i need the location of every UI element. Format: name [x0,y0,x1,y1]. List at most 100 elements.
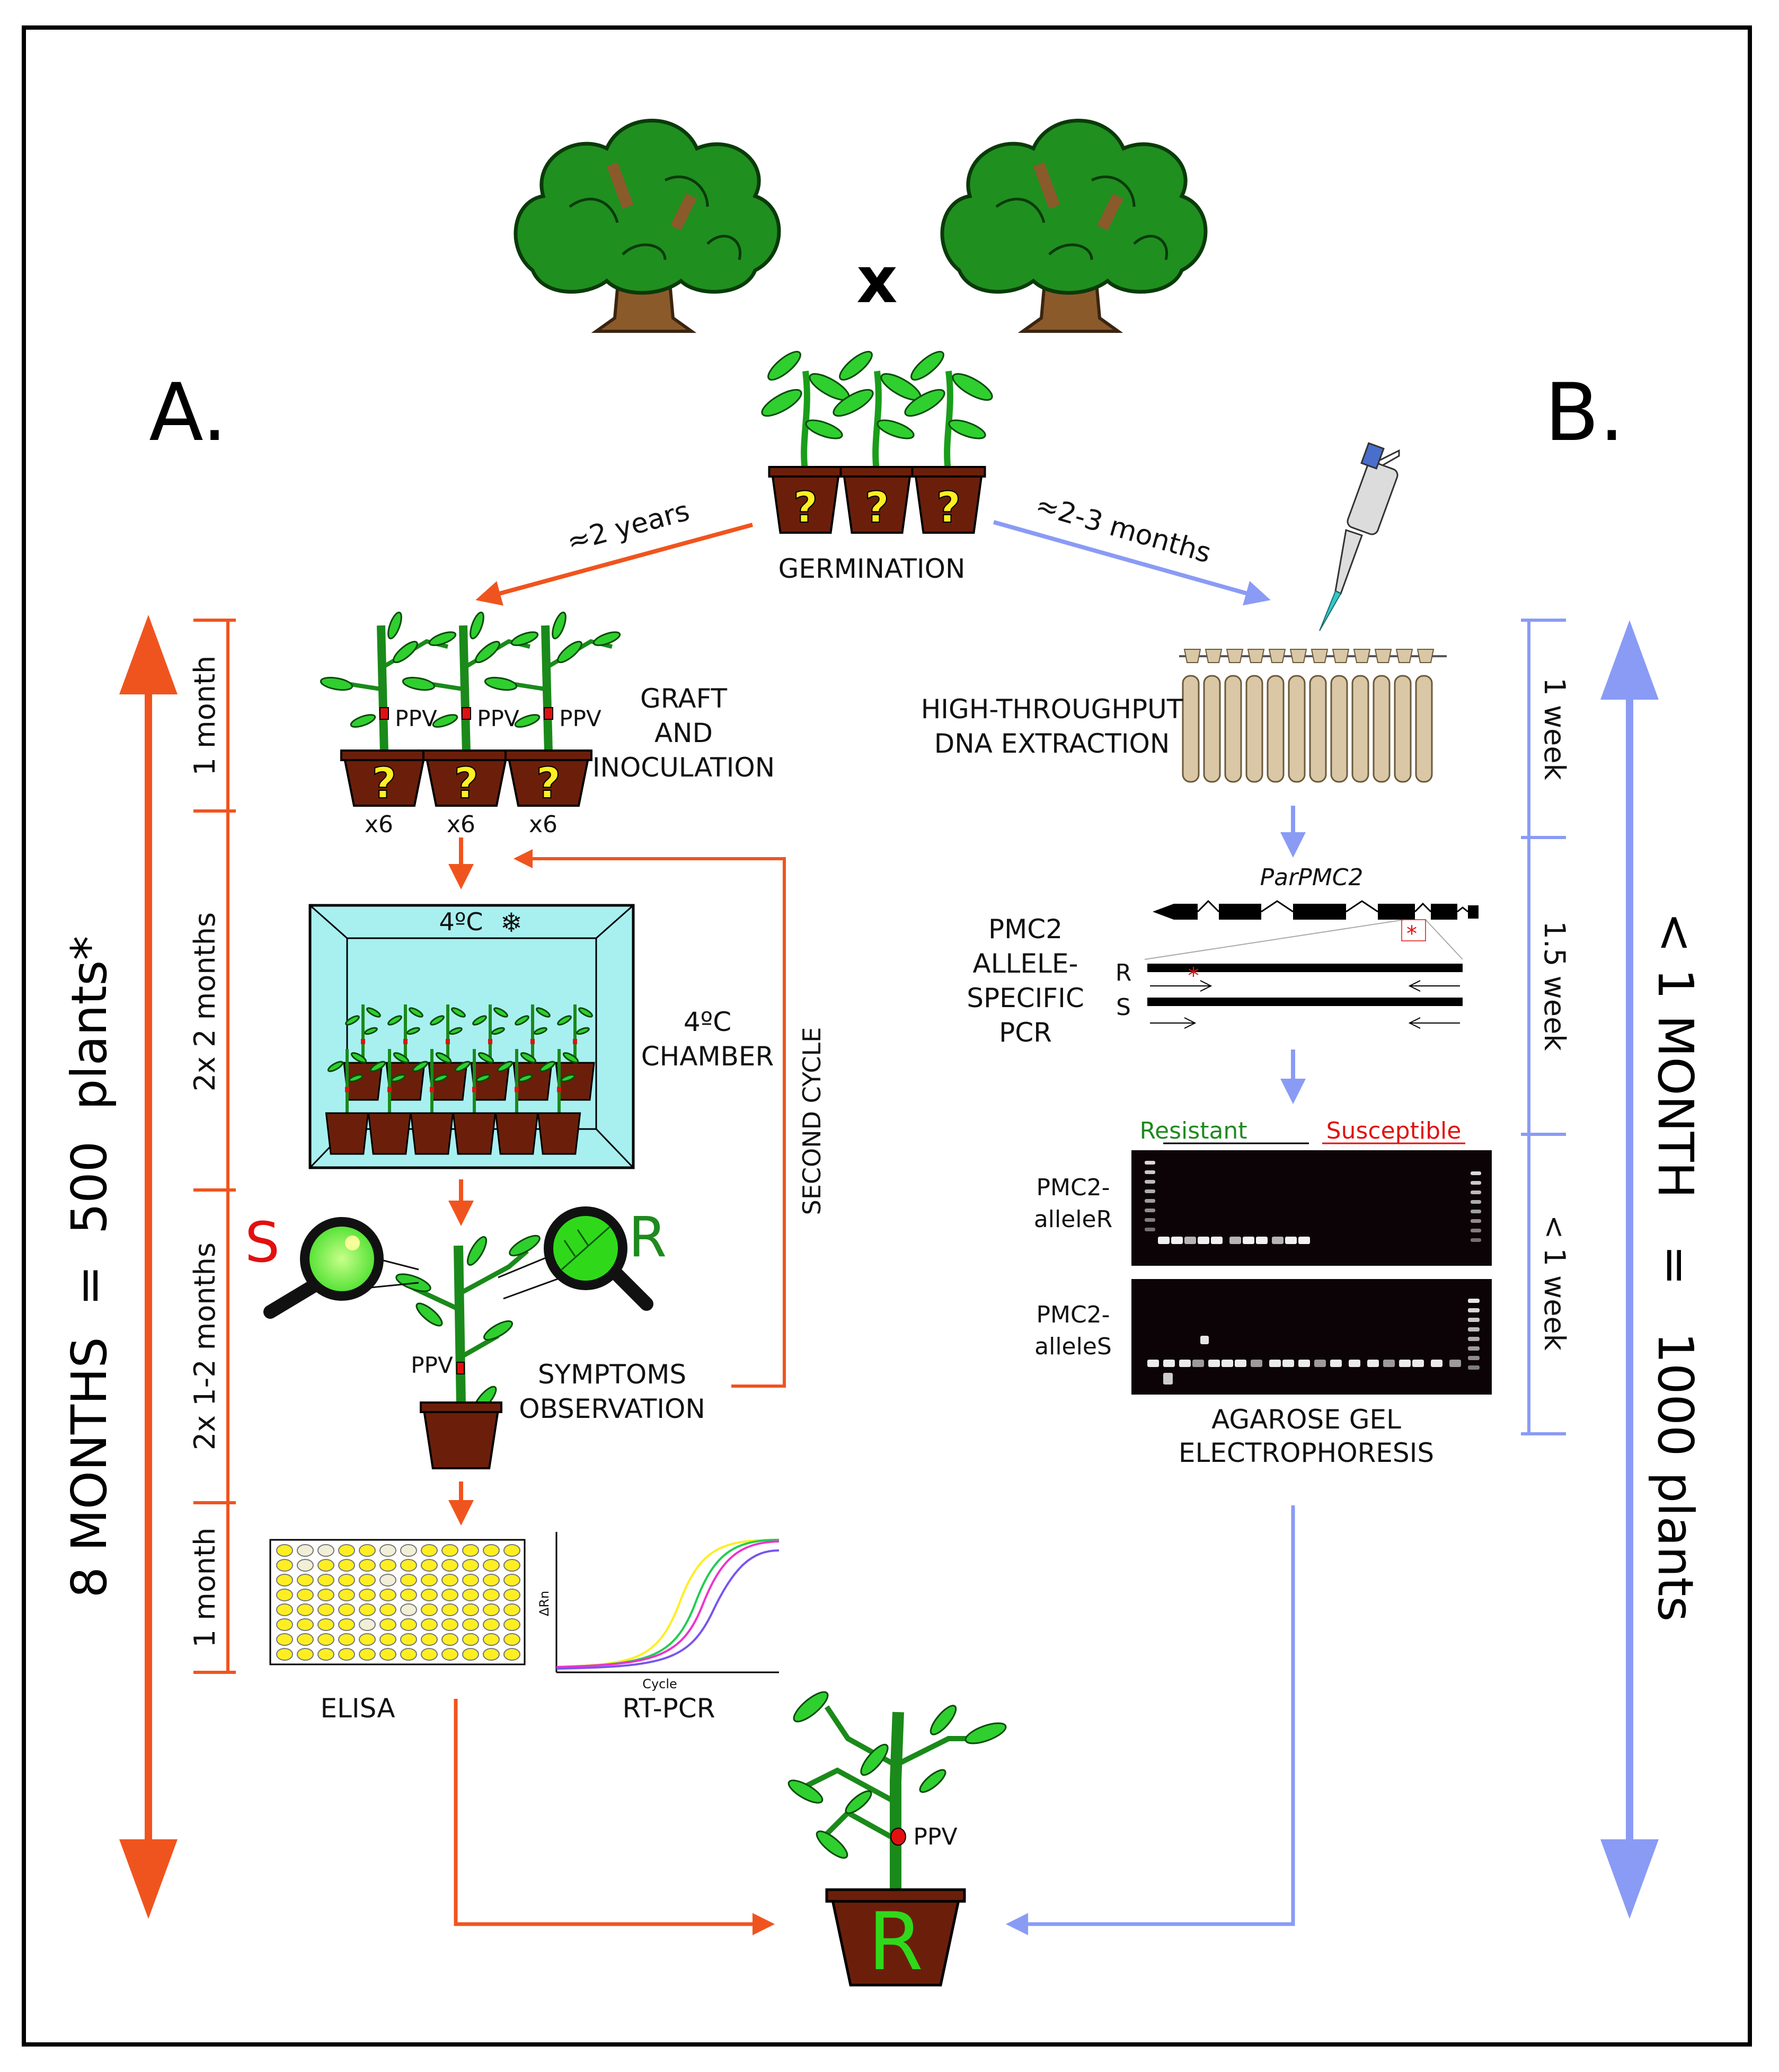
graft-label-line-2: AND [654,718,713,748]
timeline-b-bar [1521,619,1566,1435]
elisa-well [421,1559,438,1572]
gel-band [1471,1238,1481,1242]
rtpcr-y-axis: ΔRn [537,1591,552,1616]
chamber-plant-front [410,1049,454,1155]
gel-allele-s [1131,1279,1492,1395]
elisa-well [359,1589,376,1601]
chamber-label-line-2: CHAMBER [641,1041,774,1072]
gel-band [1468,1299,1480,1303]
extraction-tube [1351,675,1369,783]
gel-band [1471,1210,1481,1213]
elisa-well [338,1559,355,1572]
gel-band [1145,1209,1155,1212]
elisa-well [503,1648,520,1661]
gel-band [1251,1360,1262,1367]
gel-band [1468,1337,1480,1341]
gel-label-line-1: AGAROSE GEL [1211,1404,1401,1435]
extraction-label-line-2: DNA EXTRACTION [934,728,1170,759]
elisa-well [400,1589,417,1601]
extraction-tube [1330,675,1348,783]
tube-cap [1417,649,1435,663]
graft-ppv-label: PPV [559,706,601,731]
elisa-well [359,1544,376,1557]
elisa-well [483,1603,500,1616]
elisa-well [276,1648,293,1661]
gel-band [1468,1318,1480,1322]
allele-strands [1147,964,1463,1029]
figure-frame [22,25,1752,2047]
elisa-well [462,1574,479,1586]
gel-r-bands [1145,1161,1481,1244]
summary-b-text: < 1 MONTH = 1000 plants [1647,912,1704,1622]
gel-band [1468,1346,1480,1351]
gel-band [1468,1365,1480,1370]
graft-ppv-label: PPV [395,706,437,731]
elisa-well [503,1633,520,1646]
symptom-ppv-label: PPV [411,1352,453,1378]
elisa-well [359,1574,376,1586]
summary-a-text: 8 MONTHS = 500 plants* [61,936,118,1598]
elisa-well [338,1648,355,1661]
elisa-well [359,1603,376,1616]
extraction-tube [1288,675,1306,783]
summary-a-double-arrow [119,615,178,1919]
elisa-well [441,1618,458,1631]
chamber-label-line-1: 4ºC [684,1007,731,1037]
gene-name: ParPMC2 [1260,864,1364,891]
graft-label-line-3: INOCULATION [592,752,775,783]
elisa-well [462,1648,479,1661]
gel-band [1145,1180,1155,1184]
elisa-well [297,1648,314,1661]
gel-band [1468,1308,1480,1312]
elisa-well [503,1618,520,1631]
elisa-well [297,1633,314,1646]
gel-band [1314,1360,1326,1367]
gel-band [1471,1219,1481,1223]
gel-band [1298,1360,1310,1367]
susceptible-letter: S [245,1210,280,1275]
gene-mutation-star: * [1406,922,1417,946]
second-cycle-loop [514,849,786,1388]
cross-symbol: x [856,244,897,318]
grafted-plant: PPV?x6 [402,611,539,838]
elisa-well [297,1544,314,1557]
gel-band [1330,1360,1342,1367]
gel-band [1468,1356,1480,1360]
gel-band [1200,1336,1209,1344]
gel-band [1349,1360,1360,1367]
timeline-a-step-4: 1 month [188,1528,222,1648]
gel-band [1208,1360,1220,1367]
elisa-well [441,1589,458,1601]
gel-band [1471,1171,1481,1175]
gel-band [1412,1360,1424,1367]
chamber-temperature: 4ºC [439,907,483,936]
gel-band [1145,1199,1155,1203]
elisa-well [276,1618,293,1631]
magnifier-resistant-icon [498,1206,653,1311]
graft-multiplier: x6 [365,811,393,838]
gel-band [1145,1228,1155,1231]
elisa-well [338,1544,355,1557]
elisa-well [317,1589,334,1601]
gel-band [1471,1200,1481,1204]
gel-band [1243,1237,1254,1244]
gel-band [1282,1360,1294,1367]
pcr-label-line-3: SPECIFIC [967,983,1084,1013]
timeline-b-step-3: < 1 week [1538,1215,1571,1351]
elisa-well [503,1559,520,1572]
elisa-well [462,1633,479,1646]
gel-band [1468,1327,1480,1332]
symptoms-label-line-1: SYMPTOMS [538,1359,686,1390]
extraction-tube [1245,675,1263,783]
elisa-well [359,1559,376,1572]
tube-cap [1395,649,1413,663]
elisa-well [503,1589,520,1601]
elisa-well [379,1559,396,1572]
elisa-well [483,1633,500,1646]
elisa-well [400,1574,417,1586]
extraction-tube [1309,675,1327,783]
elisa-well [338,1574,355,1586]
grafted-plant: PPV?x6 [320,611,457,838]
elisa-well [276,1574,293,1586]
